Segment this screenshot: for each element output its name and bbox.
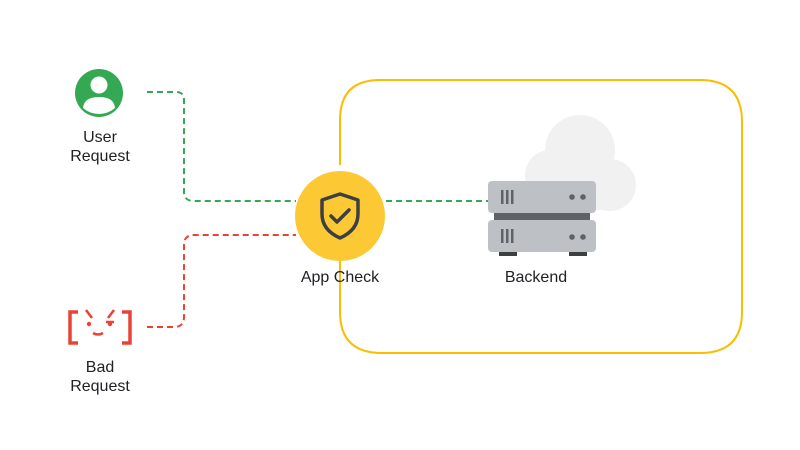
user-request-label-line1: User: [83, 129, 117, 146]
face-eye-left: [86, 321, 92, 327]
bad-request-label: Bad Request: [50, 358, 150, 396]
user-request-label-line2: Request: [70, 148, 130, 165]
cloud-icon: [525, 115, 636, 211]
bad-request-label-line1: Bad: [85, 359, 115, 376]
backend-label: Backend: [504, 269, 568, 286]
shield-check-icon: [295, 171, 385, 261]
connector-user-to-appcheck: [147, 91, 296, 202]
app-check-label: App Check: [300, 269, 380, 286]
angry-face-brackets-icon: [68, 309, 132, 345]
face-eye-right: [107, 321, 113, 327]
connector-bad-to-appcheck: [147, 234, 296, 328]
user-avatar-icon: [75, 69, 123, 117]
cloud-boundary: [339, 79, 743, 354]
server-stack-icon: [488, 181, 596, 256]
user-request-label: User Request: [50, 128, 150, 166]
bad-request-label-line2: Request: [70, 378, 130, 395]
